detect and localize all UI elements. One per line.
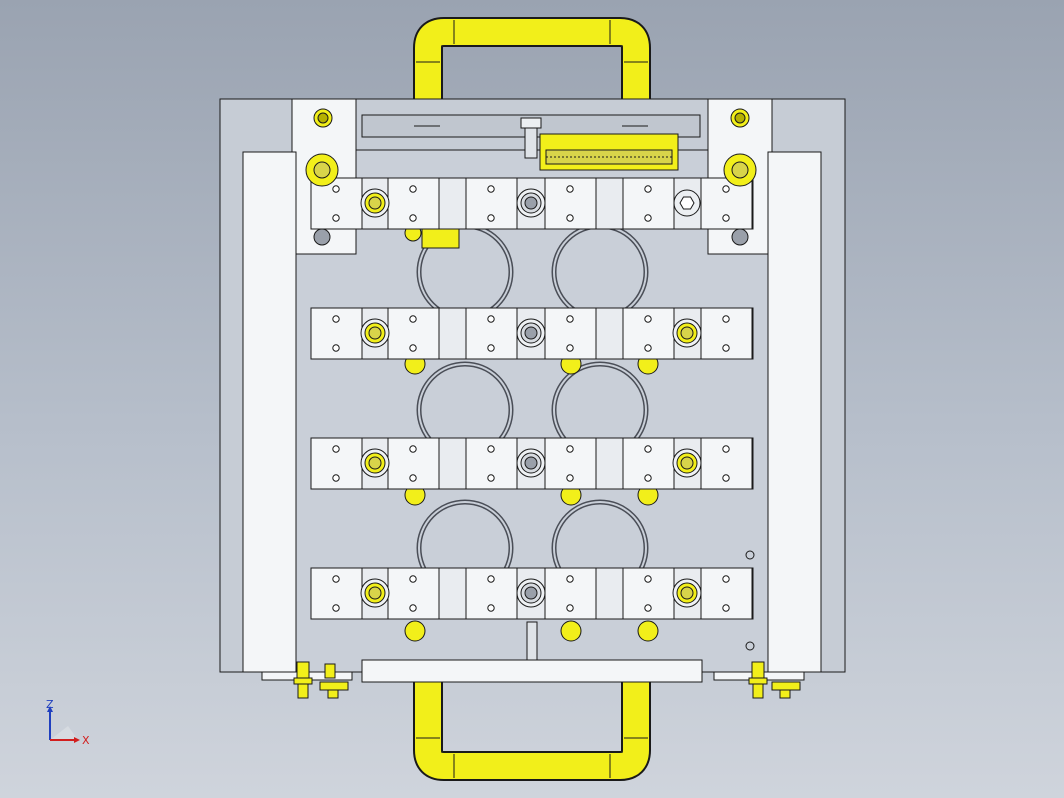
screw-hole xyxy=(487,214,495,222)
triad-plane xyxy=(50,726,78,740)
top-handle xyxy=(413,17,651,113)
plate-hole xyxy=(745,641,755,651)
screw-hole xyxy=(487,344,495,352)
bolt-core xyxy=(524,326,538,340)
screw-hole xyxy=(644,214,652,222)
screw-hole xyxy=(722,474,730,482)
z-axis-label: Z xyxy=(46,698,54,711)
screw-hole xyxy=(409,474,417,482)
z-arrow-icon xyxy=(47,706,53,712)
screw-hole xyxy=(644,604,652,612)
bolt-core xyxy=(368,456,382,470)
bolt-core xyxy=(368,326,382,340)
bolt-core xyxy=(524,196,538,210)
side-rail-left xyxy=(242,151,297,673)
screw-hole xyxy=(644,445,652,453)
screw-hole xyxy=(644,474,652,482)
screw-hole xyxy=(722,185,730,193)
bottom-clamp-bar xyxy=(361,659,703,683)
bolt-core xyxy=(680,456,694,470)
screw-hole xyxy=(487,575,495,583)
side-rail-right xyxy=(767,151,822,673)
bolt-core xyxy=(368,196,382,210)
screw-hole xyxy=(409,344,417,352)
screw-hole xyxy=(487,604,495,612)
screw-hole xyxy=(487,315,495,323)
screw-hole xyxy=(409,445,417,453)
screw-hole xyxy=(566,604,574,612)
screw-hole xyxy=(332,604,340,612)
screw-hole xyxy=(566,445,574,453)
screw-hole xyxy=(566,214,574,222)
screw-hole xyxy=(566,185,574,193)
screw-hole xyxy=(409,214,417,222)
screw-hole xyxy=(644,315,652,323)
screw-hole xyxy=(566,474,574,482)
bolt-core xyxy=(524,456,538,470)
screw-hole xyxy=(644,185,652,193)
screw-hole xyxy=(332,315,340,323)
screw-hole xyxy=(722,445,730,453)
bolt-core xyxy=(368,586,382,600)
screw-hole xyxy=(722,604,730,612)
screw-hole xyxy=(332,214,340,222)
screw-hole xyxy=(487,445,495,453)
screw-hole xyxy=(722,344,730,352)
screw-hole xyxy=(409,604,417,612)
plate-hole xyxy=(745,550,755,560)
bolt-core xyxy=(524,586,538,600)
screw-hole xyxy=(332,344,340,352)
screw-hole xyxy=(487,474,495,482)
screw-hole xyxy=(332,185,340,193)
screw-hole xyxy=(722,575,730,583)
screw-hole xyxy=(566,315,574,323)
hex-socket-icon xyxy=(679,196,695,210)
screw-hole xyxy=(566,344,574,352)
screw-hole xyxy=(644,344,652,352)
screw-hole xyxy=(332,445,340,453)
bottom-pin xyxy=(526,621,538,661)
screw-hole xyxy=(566,575,574,583)
yellow-latch xyxy=(421,227,460,249)
screw-hole xyxy=(722,214,730,222)
bolt-core xyxy=(680,586,694,600)
bolt-core xyxy=(680,326,694,340)
top-connector xyxy=(520,117,679,171)
x-axis-label: X xyxy=(82,734,90,747)
screw-hole xyxy=(409,185,417,193)
clamp-bar-group xyxy=(310,177,754,620)
bottom-screws xyxy=(293,661,801,699)
screw-hole xyxy=(409,575,417,583)
screw-hole xyxy=(722,315,730,323)
screw-hole xyxy=(487,185,495,193)
coordinate-triad: Z X xyxy=(46,698,90,747)
bottom-handle xyxy=(413,682,651,781)
screw-hole xyxy=(332,474,340,482)
screw-hole xyxy=(644,575,652,583)
x-arrow-icon xyxy=(74,737,80,743)
corner-bolts xyxy=(305,108,757,246)
screw-hole xyxy=(332,575,340,583)
screw-hole xyxy=(409,315,417,323)
